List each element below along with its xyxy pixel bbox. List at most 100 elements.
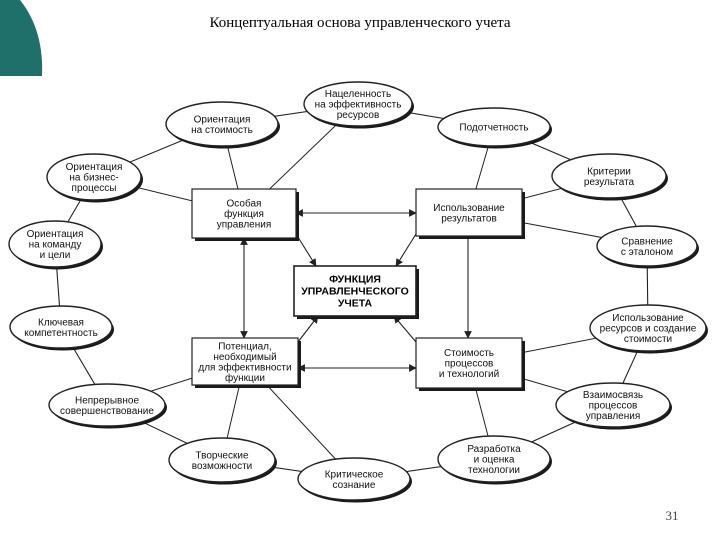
node-text-line: функция [224,208,264,220]
box-shape [415,188,523,237]
node-text-line: УЧЕТА [338,298,373,310]
relation-arrow [295,233,317,267]
node-text-line: на бизнес- [69,172,118,184]
node-text-line: компетентность [24,328,98,339]
node-text: Подотчетность [459,123,528,134]
node-text-line: Взаимосвязь [583,390,643,401]
node-text-line: возможности [192,461,253,472]
slide-title: Концептуальная основа управленческого уч… [209,15,511,31]
node-text-line: Непрерывное [75,395,139,406]
node-text-line: на эффективность [315,99,402,111]
node-text-line: с эталоном [621,247,673,258]
node-text-line: Ориентация [194,114,251,125]
node-text-line: Нацеленность [325,89,391,100]
node-text-line: стоимости [624,334,672,345]
corner-accent-shape [0,0,43,76]
node-text-line: управления [586,411,641,422]
node-text-line: технологии [468,465,520,476]
node-text-line: УПРАВЛЕНЧЕСКОГО [301,286,409,298]
ellipse-shape [297,457,411,501]
node-text-line: Стоимость [444,348,494,359]
node-text-line: Разработка [467,443,521,455]
node-text-line: Творческие [195,450,249,461]
ellipse-shape [168,437,276,483]
arrow-lines [240,209,472,372]
node-text-line: совершенствование [60,406,154,417]
ellipse-shape [555,382,671,428]
ellipse-shape [165,101,279,147]
ellipse-shape [48,383,166,427]
center-box-shape [293,265,417,317]
node-text-line: ресурсов [337,110,380,121]
node-text-line: Подотчетность [459,123,528,134]
page-number: 31 [665,508,679,523]
ellipse-shape [589,304,707,352]
node-text-line: результата [584,177,635,188]
node-text-line: процессов [445,359,494,370]
node-text-line: необходимый [213,351,276,363]
node-text-line: Использование [612,313,684,324]
node-text-line: Сравнение [621,236,673,247]
node-text-line: сознание [333,480,376,491]
ellipse-shape [551,153,667,199]
ellipse-shape [596,225,698,267]
ellipse-shape [437,107,551,147]
node-text-line: и цели [40,250,71,261]
relation-arrow [393,315,417,343]
ellipse-shape [8,220,102,268]
node-text-line: для эффективности [198,361,291,373]
node-text-line: Ключевая [38,317,84,328]
node-text-line: Критическое [325,469,384,480]
ellipse-shape [9,305,113,349]
node-text-line: Потенциал, [218,341,272,352]
node-text-line: результатов [441,213,497,224]
box-shape [415,337,523,389]
node-text-line: Особая [227,198,262,210]
node-text-line: на стоимость [191,125,253,136]
ellipse-shape [303,81,413,127]
node-text-line: и оценка [474,455,515,466]
box-shape [191,337,299,386]
node-text-line: Ориентация [27,229,84,240]
node-text-line: и технологий [439,369,499,380]
ellipse-shape [437,435,551,483]
node-text-line: на команду [29,240,82,251]
ellipse-accountability: Подотчетность [437,107,552,149]
ellipse-shape [46,153,142,201]
node-text-line: функции [225,372,265,384]
node-text-line: ресурсов и создание [600,324,697,335]
node-text-line: процессов [589,401,638,412]
node-text-line: Использование [433,203,505,214]
